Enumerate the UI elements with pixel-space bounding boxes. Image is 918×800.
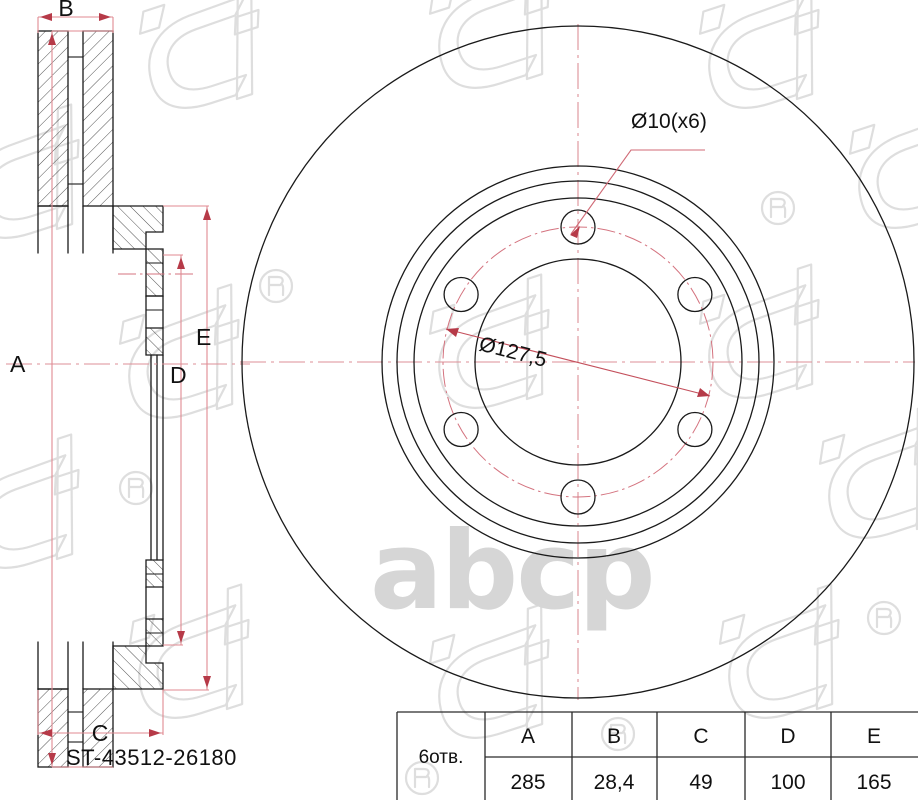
section-view <box>6 30 250 768</box>
bolt-circle-dimension-line <box>445 328 711 397</box>
section-dimensions: A B C D E <box>10 0 211 768</box>
rotor-hub-upper <box>112 205 164 561</box>
hub-flange-circle <box>413 197 743 527</box>
hole-dia-leader <box>570 149 705 235</box>
dimension-label-e: E <box>196 324 211 350</box>
dimension-label-b: B <box>58 0 73 21</box>
friction-ring-circle-2 <box>396 180 760 544</box>
bolt-hole <box>443 411 479 448</box>
table-row-header: 6отв. <box>419 747 464 768</box>
bolt-hole <box>443 276 479 313</box>
table-header-b: B <box>607 725 621 748</box>
table-header-a: A <box>521 725 535 748</box>
dimension-label-c: C <box>92 720 109 746</box>
callout-hole-diameter: Ø10(x6) <box>631 110 707 133</box>
table-header-c: C <box>693 725 708 748</box>
dimension-label-a: A <box>10 351 26 377</box>
bolt-hole <box>677 276 713 313</box>
bolt-circle-centerline <box>442 226 714 498</box>
spec-table: 6отв. A B C D E 285 28,4 49 100 165 <box>396 711 918 800</box>
watermark-brand-text: abcp <box>370 509 654 634</box>
table-header-d: D <box>780 725 795 748</box>
bolt-hole <box>560 209 596 245</box>
rotor-hub-lower <box>112 559 164 690</box>
bolt-hole <box>677 411 713 448</box>
table-value-d: 100 <box>770 771 805 794</box>
dimension-label-d: D <box>170 362 187 388</box>
callout-bolt-circle-diameter: Ø127,5 <box>477 333 549 372</box>
table-value-a: 285 <box>510 771 545 794</box>
table-value-c: 49 <box>689 771 712 794</box>
friction-ring-circle-1 <box>381 165 775 559</box>
outer-diameter-circle <box>241 25 915 699</box>
front-view <box>240 24 915 700</box>
table-value-b: 28,4 <box>594 771 635 794</box>
center-bore-circle <box>474 258 682 466</box>
table-value-e: 165 <box>856 771 891 794</box>
table-header-e: E <box>867 725 881 748</box>
bolt-hole <box>560 479 596 515</box>
part-number-label: ST-43512-26180 <box>66 745 237 770</box>
